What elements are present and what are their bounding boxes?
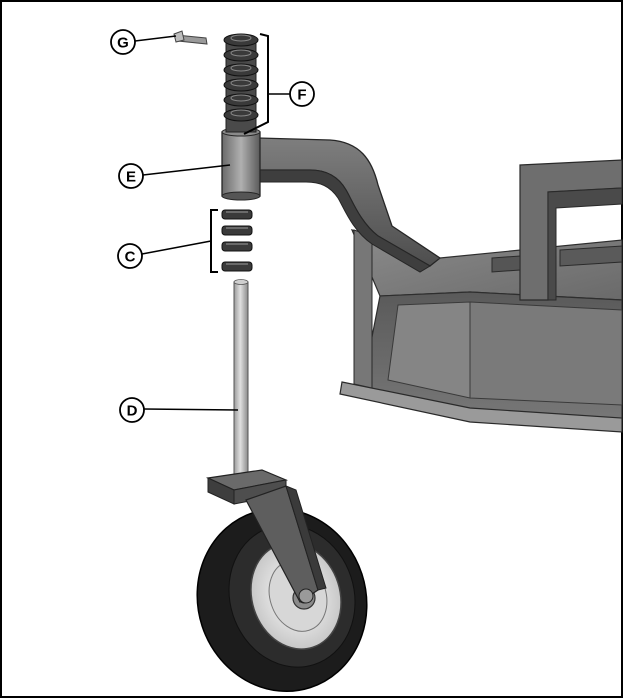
callout-g: G	[110, 29, 136, 55]
deck-side-post	[353, 229, 373, 389]
leader-e	[142, 164, 231, 176]
deck-bracket	[491, 255, 521, 273]
lower-spacer-stack	[221, 209, 253, 272]
callout-g-label: G	[117, 35, 129, 52]
callout-d-label: D	[127, 403, 138, 420]
deck-crossbar	[559, 245, 623, 267]
callout-d: D	[119, 397, 145, 423]
leader-g	[134, 35, 177, 42]
linch-pin	[173, 30, 208, 45]
upper-spacer-stack	[223, 33, 259, 133]
caster-fork	[205, 469, 327, 604]
mower-deck	[339, 159, 623, 433]
callout-c-label: C	[125, 249, 136, 266]
caster-shaft	[233, 279, 249, 483]
caster-arm	[257, 137, 442, 273]
deck-skirt	[339, 381, 623, 433]
callout-e: E	[118, 163, 144, 189]
leader-d	[143, 408, 239, 411]
callout-f: F	[289, 81, 315, 107]
callout-c: C	[117, 243, 143, 269]
deck-upright-shadow	[547, 187, 623, 301]
leader-c	[141, 240, 212, 255]
spindle-tube	[221, 127, 261, 201]
callout-f-label: F	[297, 87, 306, 104]
caster-wheel	[196, 507, 368, 693]
deck-panel-right	[469, 301, 623, 406]
bracket-f	[243, 33, 269, 135]
callout-e-label: E	[126, 169, 136, 186]
